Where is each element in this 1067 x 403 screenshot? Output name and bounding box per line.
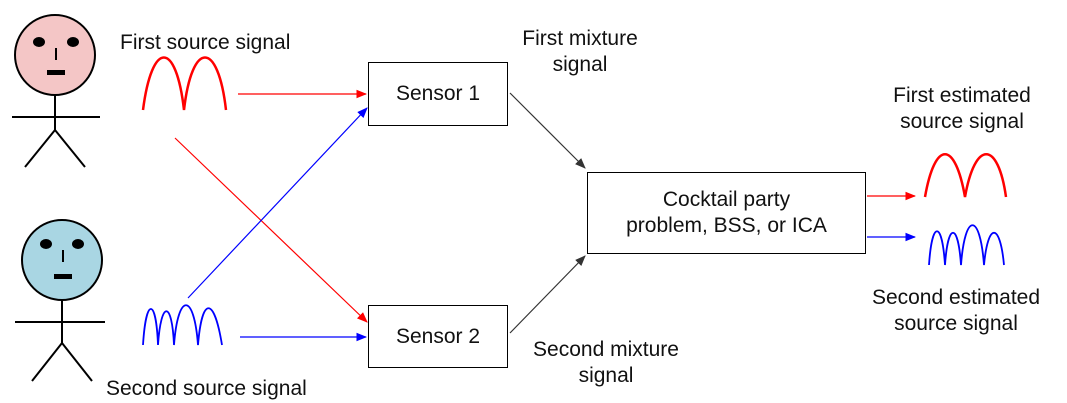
process-label-line-2: problem, BSS, or ICA [626, 214, 827, 237]
arrow-icon [174, 137, 368, 323]
first-estimated-line-1: First estimated [893, 84, 1031, 107]
signal-wave-icon [142, 304, 223, 346]
arrow-icon [509, 255, 586, 334]
second-estimated-label: Second estimated source signal [856, 285, 1056, 337]
process-label-line-1: Cocktail party [662, 188, 791, 211]
signal-wave-icon [928, 224, 1005, 266]
sensor-1-label: Sensor 1 [395, 82, 481, 105]
sensor-2-box: Sensor 2 [368, 305, 508, 368]
person-icon [12, 14, 100, 168]
leg-left [31, 342, 63, 382]
signal-wave-icon [923, 153, 1008, 198]
first-mixture-line-2: signal [552, 53, 608, 76]
first-estimated-label: First estimated source signal [872, 83, 1052, 135]
first-mixture-line-1: First mixture [522, 27, 638, 50]
eye-right [67, 37, 79, 47]
mouth [47, 70, 65, 75]
process-box: Cocktail party problem, BSS, or ICA [587, 172, 866, 254]
signal-wave-icon [141, 56, 228, 111]
second-source-label: Second source signal [106, 377, 307, 400]
person-icon [15, 219, 105, 382]
second-estimated-line-1: Second estimated [871, 286, 1041, 309]
second-mixture-line-2: signal [578, 364, 634, 387]
first-estimated-line-2: source signal [900, 110, 1024, 133]
second-estimated-line-2: source signal [894, 312, 1018, 335]
sensor-2-label: Sensor 2 [395, 324, 481, 348]
first-source-label: First source signal [120, 31, 291, 54]
sensor-1-box: Sensor 1 [368, 62, 508, 126]
leg-right [54, 129, 86, 168]
eye-right [72, 239, 84, 249]
first-mixture-label: First mixture signal [490, 26, 670, 78]
leg-left [24, 129, 56, 168]
arrow-icon [187, 107, 368, 299]
eye-left [40, 239, 52, 249]
second-mixture-label: Second mixture signal [516, 337, 696, 389]
arrow-icon [509, 92, 586, 169]
mouth [54, 274, 72, 279]
second-mixture-line-1: Second mixture [533, 338, 679, 361]
leg-right [61, 342, 93, 382]
eye-left [33, 37, 45, 47]
